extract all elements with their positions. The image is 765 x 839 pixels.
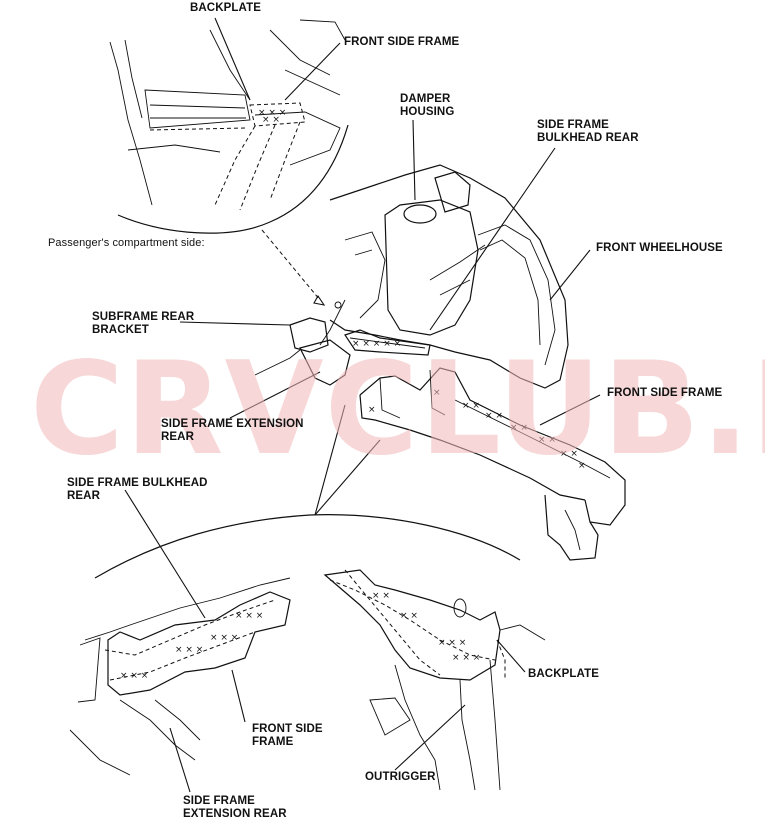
subframe-bracket-assembly: × × × × × bbox=[254, 317, 431, 386]
bottom-detail-view: × × × × × × × × × × × × × × × × × × × × … bbox=[69, 514, 546, 791]
label-side-frame-extension-rear-mid: SIDE FRAME EXTENSION REAR bbox=[161, 418, 304, 444]
label-side-frame-extension-rear-mid-line1: SIDE FRAME EXTENSION bbox=[161, 418, 304, 430]
label-side-frame-bulkhead-rear-top-line2: BULKHEAD REAR bbox=[537, 132, 639, 144]
svg-text:× × ×: × × × bbox=[175, 645, 203, 655]
svg-text:× × ×: × × × bbox=[210, 633, 238, 643]
label-backplate-bottom: BACKPLATE bbox=[528, 668, 599, 681]
label-outrigger-text: OUTRIGGER bbox=[365, 771, 436, 783]
label-front-wheelhouse-text: FRONT WHEELHOUSE bbox=[596, 242, 723, 254]
label-subframe-rear-bracket-line2: BRACKET bbox=[92, 324, 149, 336]
svg-text:× × ×: × × × bbox=[120, 671, 148, 681]
svg-text:×: × bbox=[578, 461, 586, 471]
label-side-frame-bulkhead-rear-bottom-line1: SIDE FRAME BULKHEAD bbox=[67, 477, 208, 489]
svg-text:× × ×: × × × bbox=[235, 611, 263, 621]
svg-text:× ×: × × bbox=[510, 423, 528, 433]
label-front-side-frame-bottom-line2: FRAME bbox=[252, 736, 294, 748]
svg-text:×: × bbox=[368, 405, 376, 415]
label-front-side-frame-bottom: FRONT SIDE FRAME bbox=[252, 723, 323, 749]
label-side-frame-bulkhead-rear-top: SIDE FRAME BULKHEAD REAR bbox=[537, 119, 639, 145]
svg-text:× ×: × × bbox=[538, 435, 556, 445]
svg-text:× × ×: × × × bbox=[452, 653, 480, 663]
label-backplate-bottom-text: BACKPLATE bbox=[528, 668, 599, 680]
svg-text:× ×: × × bbox=[485, 411, 503, 421]
label-leaders bbox=[124, 17, 601, 793]
top-detail-view: × × × × × bbox=[109, 19, 349, 234]
label-side-frame-extension-rear-bottom-line1: SIDE FRAME bbox=[183, 795, 255, 807]
label-front-side-frame-mid: FRONT SIDE FRAME bbox=[607, 387, 722, 400]
svg-text:× ×: × × bbox=[372, 591, 390, 601]
label-side-frame-extension-rear-mid-line2: REAR bbox=[161, 431, 194, 443]
label-side-frame-bulkhead-rear-bottom-line2: REAR bbox=[67, 490, 100, 502]
detail-leader-top bbox=[261, 229, 321, 301]
label-passengers-side-text: Passenger's compartment side: bbox=[48, 237, 205, 249]
front-side-frame-part: × × × × × × × × × × × × × bbox=[359, 367, 626, 561]
label-passengers-side: Passenger's compartment side: bbox=[48, 237, 205, 250]
label-side-frame-extension-rear-bottom: SIDE FRAME EXTENSION REAR bbox=[183, 795, 287, 821]
label-damper-housing: DAMPER HOUSING bbox=[400, 93, 454, 119]
label-side-frame-extension-rear-bottom-line2: EXTENSION REAR bbox=[183, 808, 287, 820]
label-front-side-frame-top-text: FRONT SIDE FRAME bbox=[344, 36, 460, 48]
label-front-wheelhouse: FRONT WHEELHOUSE bbox=[596, 242, 723, 255]
label-subframe-rear-bracket: SUBFRAME REAR BRACKET bbox=[92, 311, 194, 337]
label-front-side-frame-bottom-line1: FRONT SIDE bbox=[252, 723, 323, 735]
svg-text:× × ×: × × × bbox=[438, 638, 466, 648]
svg-text:× × ×: × × × bbox=[258, 108, 286, 118]
svg-text:× ×: × × bbox=[262, 115, 280, 125]
label-front-side-frame-top: FRONT SIDE FRAME bbox=[344, 36, 459, 49]
svg-text:× ×: × × bbox=[560, 449, 578, 459]
label-side-frame-bulkhead-rear-top-line1: SIDE FRAME bbox=[537, 119, 609, 131]
label-backplate-top-text: BACKPLATE bbox=[190, 2, 261, 14]
label-damper-housing-line2: HOUSING bbox=[400, 106, 455, 118]
label-damper-housing-line1: DAMPER bbox=[400, 93, 451, 105]
svg-text:× ×: × × bbox=[462, 401, 480, 411]
svg-text:× ×: × × bbox=[400, 611, 418, 621]
label-subframe-rear-bracket-line1: SUBFRAME REAR bbox=[92, 311, 195, 323]
svg-text:×: × bbox=[433, 388, 441, 398]
label-side-frame-bulkhead-rear-bottom: SIDE FRAME BULKHEAD REAR bbox=[67, 477, 208, 503]
damper-wheelhouse-assembly bbox=[319, 164, 569, 389]
label-backplate-top: BACKPLATE bbox=[190, 2, 261, 15]
svg-text:× × × × ×: × × × × × bbox=[352, 339, 401, 349]
label-front-side-frame-mid-text: FRONT SIDE FRAME bbox=[607, 387, 723, 399]
label-outrigger: OUTRIGGER bbox=[365, 771, 436, 784]
